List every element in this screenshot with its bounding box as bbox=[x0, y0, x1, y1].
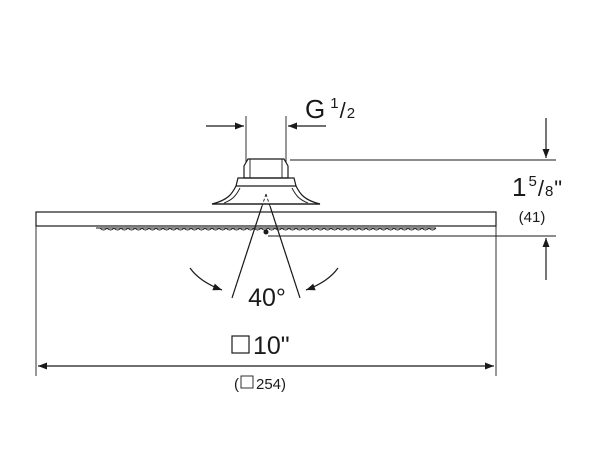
angle-label: 40° bbox=[248, 284, 286, 312]
nozzle bbox=[428, 227, 437, 231]
connector-nut bbox=[243, 158, 289, 179]
nozzle bbox=[337, 227, 346, 231]
nozzle bbox=[113, 227, 122, 231]
nozzle bbox=[127, 227, 136, 231]
width-dimension bbox=[35, 226, 497, 376]
square-symbol bbox=[231, 335, 250, 354]
nozzle bbox=[379, 227, 388, 231]
nozzle bbox=[218, 227, 227, 231]
nozzle bbox=[414, 227, 423, 231]
nozzle bbox=[400, 227, 409, 231]
nozzle bbox=[148, 227, 157, 231]
nozzle bbox=[246, 227, 255, 231]
nozzle bbox=[106, 227, 115, 231]
nozzle bbox=[190, 227, 199, 231]
svg-text:254): 254) bbox=[256, 376, 286, 393]
nozzle bbox=[225, 227, 234, 231]
nozzle bbox=[162, 227, 171, 231]
nozzle bbox=[155, 227, 164, 231]
nozzle bbox=[421, 227, 430, 231]
nozzle bbox=[204, 227, 213, 231]
width-metric-label: ( 254) bbox=[234, 375, 286, 393]
height-dimension bbox=[268, 118, 556, 280]
nozzle bbox=[176, 227, 185, 231]
nozzle bbox=[344, 227, 353, 231]
nozzle bbox=[141, 227, 150, 231]
nozzle bbox=[169, 227, 178, 231]
nozzle bbox=[239, 227, 248, 231]
nozzle bbox=[365, 227, 374, 231]
width-label: 10" bbox=[231, 332, 290, 360]
nozzle bbox=[309, 227, 318, 231]
nozzle bbox=[323, 227, 332, 231]
nozzle bbox=[393, 227, 402, 231]
nozzle bbox=[295, 227, 304, 231]
nozzle bbox=[407, 227, 416, 231]
nozzle bbox=[330, 227, 339, 231]
nozzle bbox=[288, 227, 297, 231]
nozzle bbox=[386, 227, 395, 231]
nozzle bbox=[351, 227, 360, 231]
svg-text:10": 10" bbox=[253, 332, 290, 360]
nozzle bbox=[183, 227, 192, 231]
nozzle bbox=[372, 227, 381, 231]
shower-head-outline bbox=[35, 158, 497, 235]
shower-plate bbox=[35, 211, 497, 227]
nozzle bbox=[99, 227, 108, 231]
spray-angle-lines bbox=[189, 193, 339, 299]
nozzle bbox=[274, 227, 283, 231]
spray-nozzles bbox=[99, 227, 437, 235]
nozzle bbox=[358, 227, 367, 231]
connector-collar bbox=[235, 177, 297, 187]
nozzle bbox=[316, 227, 325, 231]
height-metric-label: (41) bbox=[519, 209, 546, 226]
thread-dimension bbox=[206, 116, 326, 162]
nozzle bbox=[120, 227, 129, 231]
nozzle bbox=[197, 227, 206, 231]
nozzle bbox=[267, 227, 276, 231]
nozzle bbox=[211, 227, 220, 231]
svg-text:(: ( bbox=[234, 376, 239, 393]
nozzle bbox=[302, 227, 311, 231]
center-nozzle bbox=[263, 229, 269, 235]
nozzle bbox=[281, 227, 290, 231]
square-symbol-small bbox=[240, 375, 254, 389]
nozzle bbox=[134, 227, 143, 231]
nozzle bbox=[232, 227, 241, 231]
